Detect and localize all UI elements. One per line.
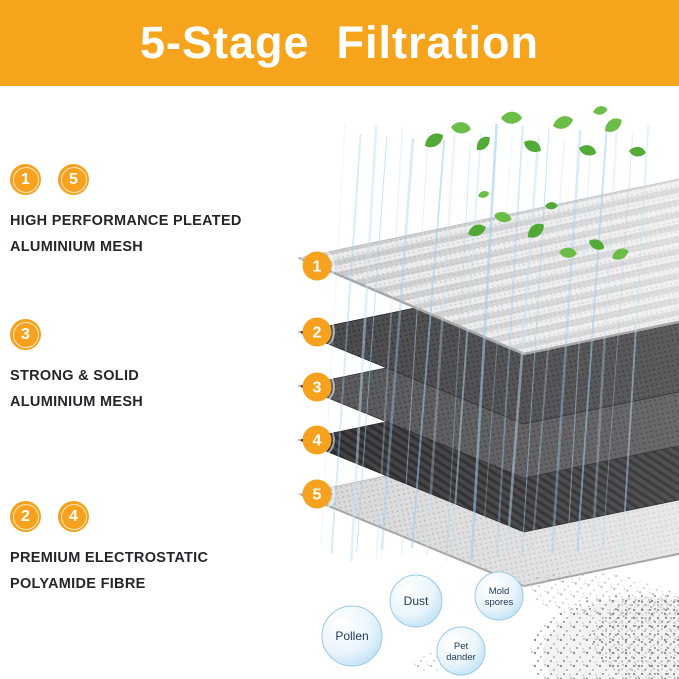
stage-description-line1: STRONG & SOLID [10,368,140,384]
layer-badge-2: 2 [299,314,335,350]
stage-note-pleated-aluminium-mesh: 1 5 HIGH PERFORMANCE PLEATED ALUMINIUM M… [10,164,288,260]
stage-badge-1: 1 [10,164,41,195]
layer-badge-4-number: 4 [313,433,322,450]
stage-description-line2: ALUMINIUM MESH [10,239,144,255]
bubble-pet-label-line2: dander [446,652,476,663]
dust-speckle [409,571,679,679]
stage-description: HIGH PERFORMANCE PLEATED ALUMINIUM MESH [10,208,288,260]
stage-description: PREMIUM ELECTROSTATIC POLYAMIDE FIBRE [10,545,288,597]
stage-description-line2: ALUMINIUM MESH [10,394,144,410]
particle-bubbles: Pollen Dust Mold spores Pet dander [321,571,524,676]
bubble-mold-label-line1: Mold [489,586,510,597]
bubble-pet-label-line1: Pet [454,641,469,652]
stage-badge-5: 5 [58,164,89,195]
layer-badges: 1 2 3 4 5 [299,248,335,512]
bubble-mold-label-line2: spores [485,597,514,608]
stage-description: STRONG & SOLID ALUMINIUM MESH [10,363,288,415]
header-banner: 5-Stage Filtration [0,0,679,86]
stage-badge-4: 4 [58,501,89,532]
stage-description-line2: POLYAMIDE FIBRE [10,576,146,592]
layer-badge-5: 5 [299,476,335,512]
layer-badge-3: 3 [299,369,335,405]
stage-badge-3: 3 [10,319,41,350]
leaves [425,106,646,260]
stage-badges: 3 [10,319,288,350]
stage-description-line1: HIGH PERFORMANCE PLEATED [10,213,242,229]
bubble-pollen: Pollen [321,605,383,667]
page-title: 5-Stage Filtration [139,17,540,68]
stage-note-electrostatic-polyamide-fibre: 2 4 PREMIUM ELECTROSTATIC POLYAMIDE FIBR… [10,501,288,597]
bubble-dust: Dust [389,574,443,628]
layer-badge-2-number: 2 [313,325,322,342]
stage-note-solid-aluminium-mesh: 3 STRONG & SOLID ALUMINIUM MESH [10,319,288,415]
layer-badge-5-number: 5 [313,487,322,504]
stage-badges: 1 5 [10,164,288,195]
layer-badge-3-number: 3 [313,380,322,397]
layer-badge-1-number: 1 [313,259,322,276]
air-streaks [320,122,650,562]
bubble-pollen-label: Pollen [335,629,368,643]
layer-badge-1: 1 [299,248,335,284]
bubble-dust-label: Dust [404,594,429,608]
stage-description-line1: PREMIUM ELECTROSTATIC [10,550,209,566]
layer-badge-4: 4 [299,422,335,458]
stage-badges: 2 4 [10,501,288,532]
bubble-mold-spores: Mold spores [474,571,524,621]
bubble-pet-dander: Pet dander [436,626,486,676]
stage-badge-2: 2 [10,501,41,532]
